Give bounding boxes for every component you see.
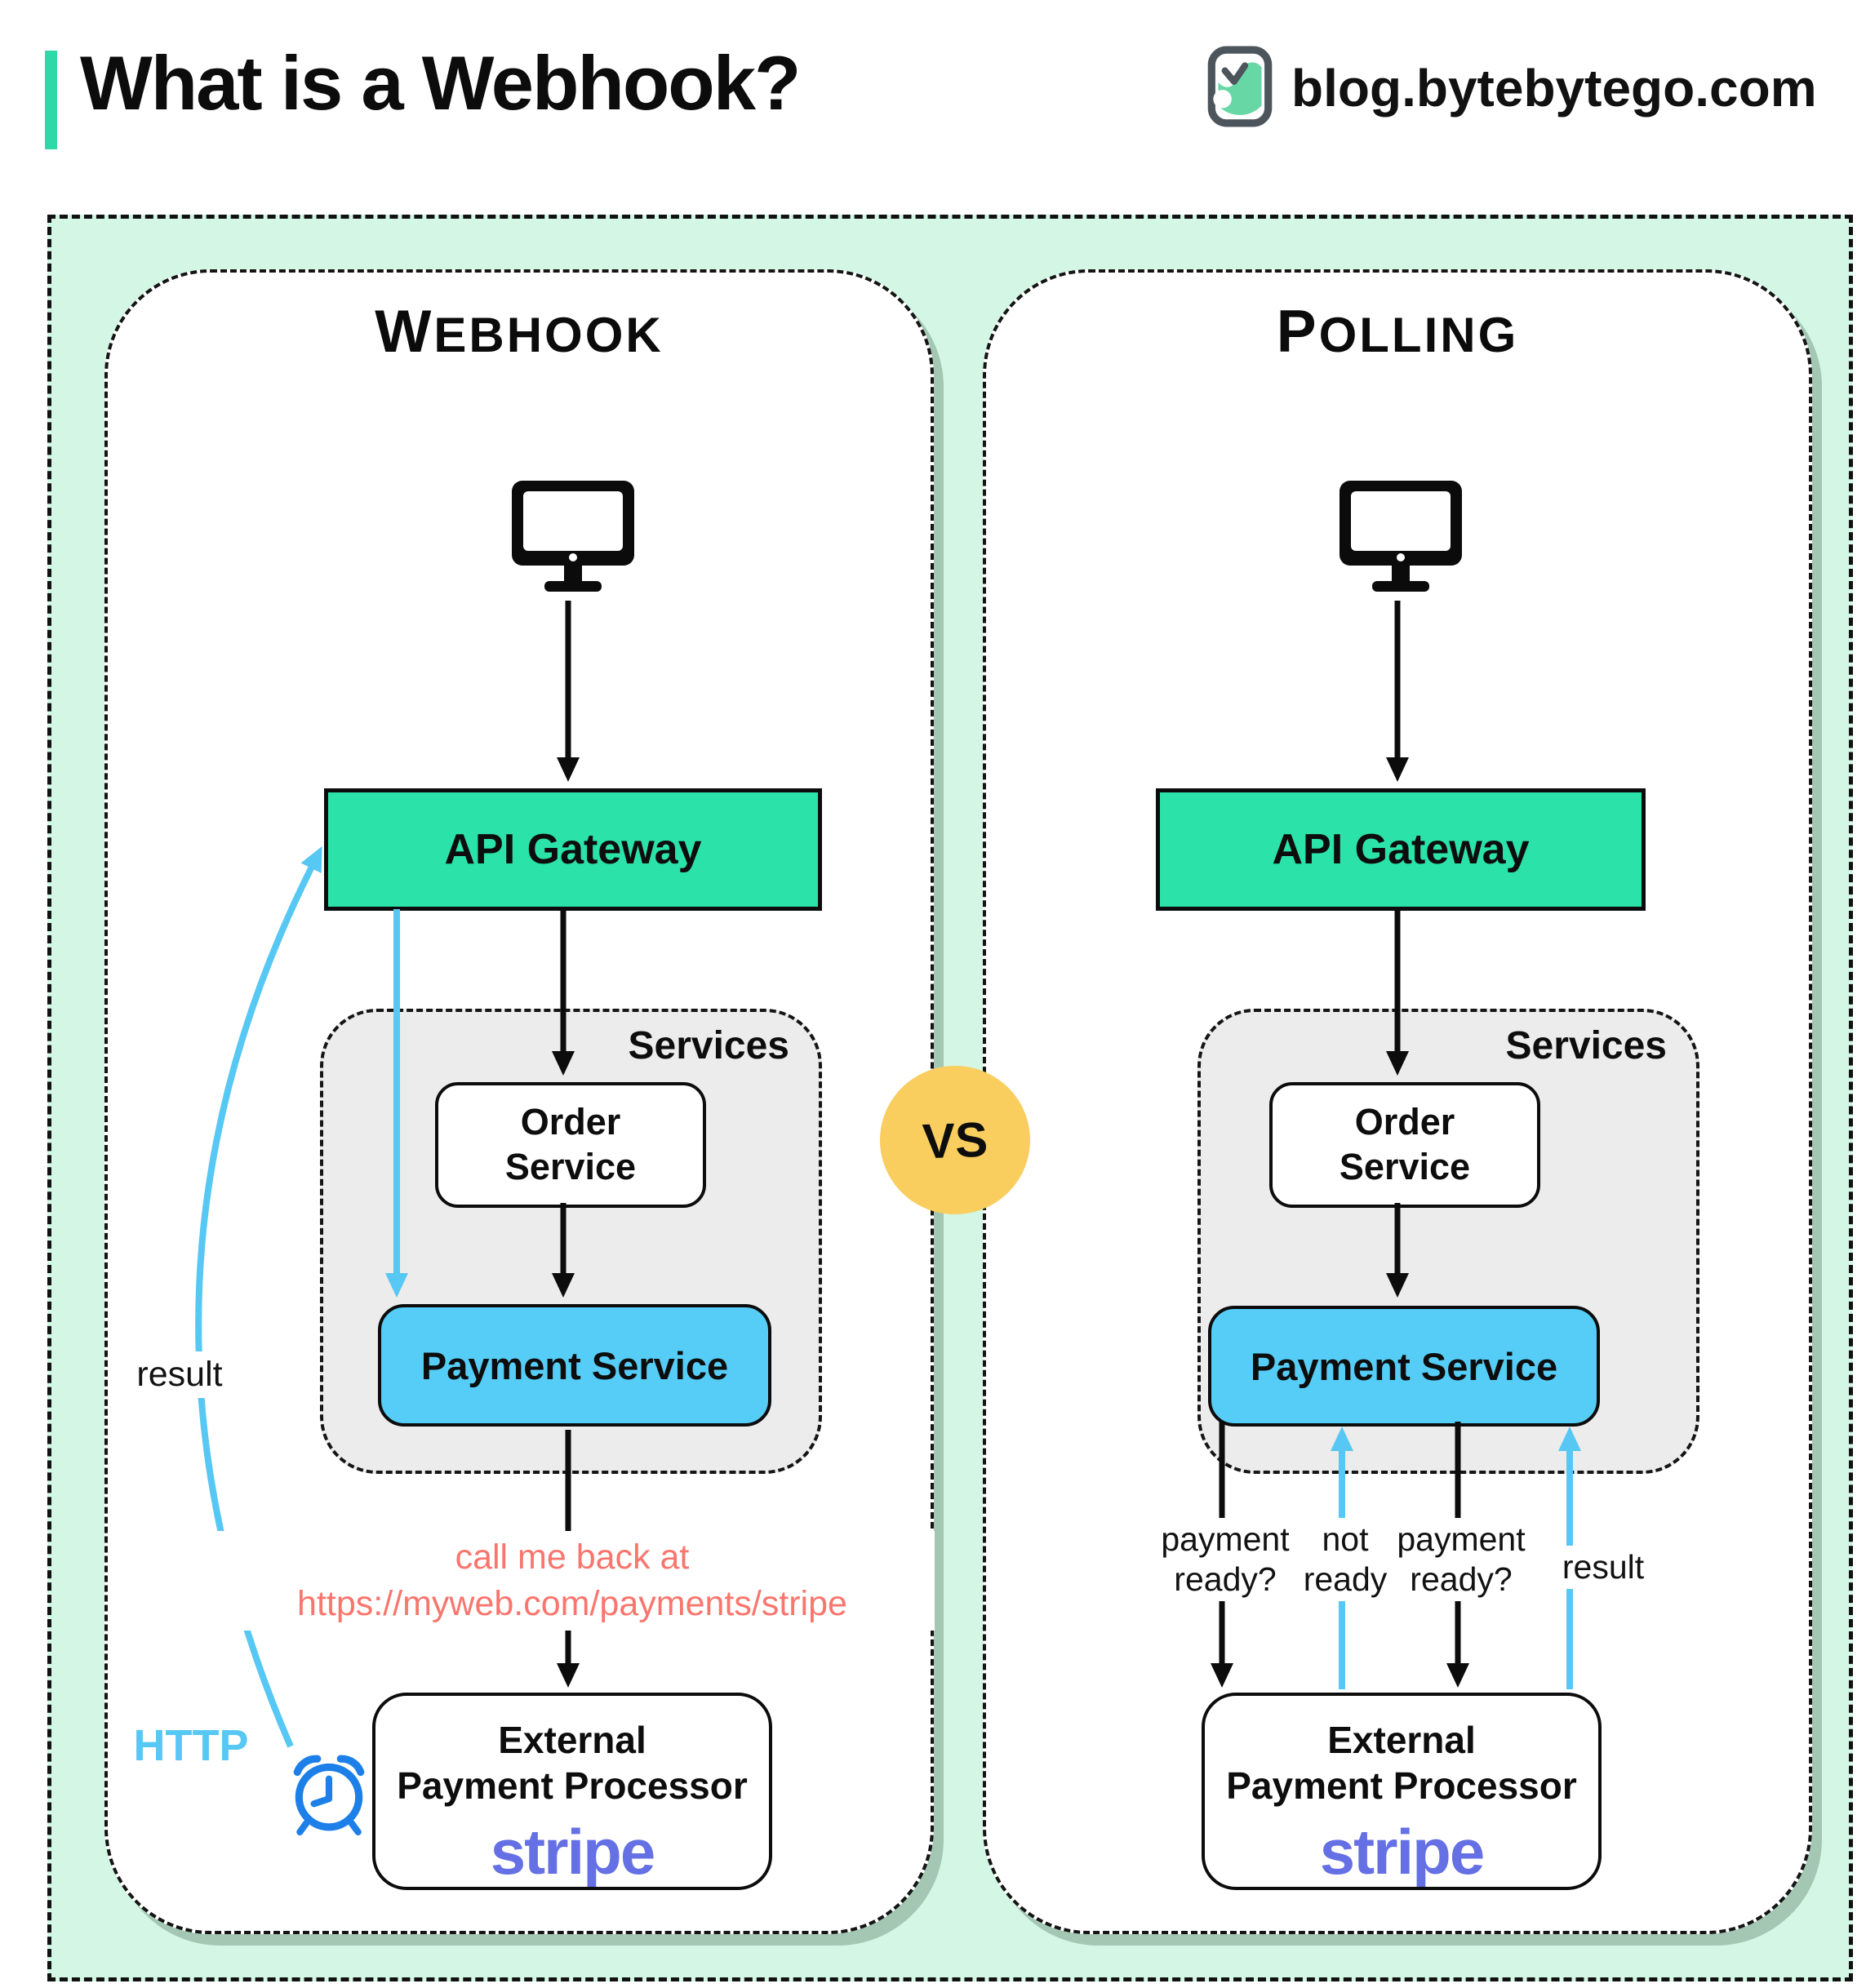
label-payment-ready-2: payment ready? — [1390, 1518, 1532, 1602]
external-line1: External — [498, 1719, 646, 1761]
payment-service-box: Payment Service — [378, 1304, 771, 1427]
computer-icon — [504, 481, 642, 596]
stripe-logo: stripe — [490, 1816, 655, 1888]
panel-polling: Polling API Gateway Services Order Servi… — [983, 269, 1812, 1934]
result-label-polling: result — [1555, 1546, 1651, 1590]
external-line2: Payment Processor — [397, 1764, 748, 1808]
callback-line2: https://myweb.com/payments/stripe — [297, 1583, 847, 1623]
services-label: Services — [1505, 1024, 1667, 1067]
brand-text: blog.bytebytego.com — [1291, 59, 1817, 118]
external-line1: External — [1327, 1719, 1476, 1761]
external-line2: Payment Processor — [1226, 1764, 1577, 1808]
order-service-box: Order Service — [435, 1082, 706, 1208]
api-gateway-label: API Gateway — [444, 826, 702, 873]
external-processor-box-webhook: External Payment Processor stripe — [372, 1693, 772, 1890]
services-label: Services — [628, 1024, 789, 1067]
order-service-box: Order Service — [1269, 1082, 1540, 1208]
label-not-ready: not ready — [1296, 1518, 1394, 1602]
api-gateway-box-webhook: API Gateway — [324, 788, 822, 911]
computer-icon — [1331, 481, 1470, 596]
stripe-logo: stripe — [1319, 1816, 1485, 1888]
page-title: What is a Webhook? — [80, 40, 801, 126]
bytebytego-logo-icon — [1206, 46, 1273, 131]
title-accent-bar — [45, 51, 57, 149]
payment-service-box: Payment Service — [1208, 1306, 1600, 1427]
services-group-polling: Services Order Service Payment Service — [1197, 1009, 1699, 1474]
http-label: HTTP — [125, 1719, 257, 1773]
alarm-clock-icon — [292, 1750, 366, 1840]
result-label-webhook: result — [127, 1351, 233, 1398]
label-payment-ready-1: payment ready? — [1154, 1518, 1296, 1602]
callback-note: call me back at https://myweb.com/paymen… — [210, 1531, 935, 1631]
api-gateway-label: API Gateway — [1272, 826, 1530, 873]
external-processor-box-polling: External Payment Processor stripe — [1202, 1693, 1602, 1890]
panel-title-webhook: Webhook — [375, 298, 664, 365]
api-gateway-box-polling: API Gateway — [1156, 788, 1646, 911]
panel-title-polling: Polling — [1276, 298, 1519, 365]
callback-line1: call me back at — [455, 1538, 690, 1577]
brand: blog.bytebytego.com — [1206, 42, 1817, 134]
panel-webhook: Webhook API Gateway Services Order Servi… — [104, 269, 935, 1934]
services-group-webhook: Services Order Service Payment Service — [320, 1009, 822, 1474]
